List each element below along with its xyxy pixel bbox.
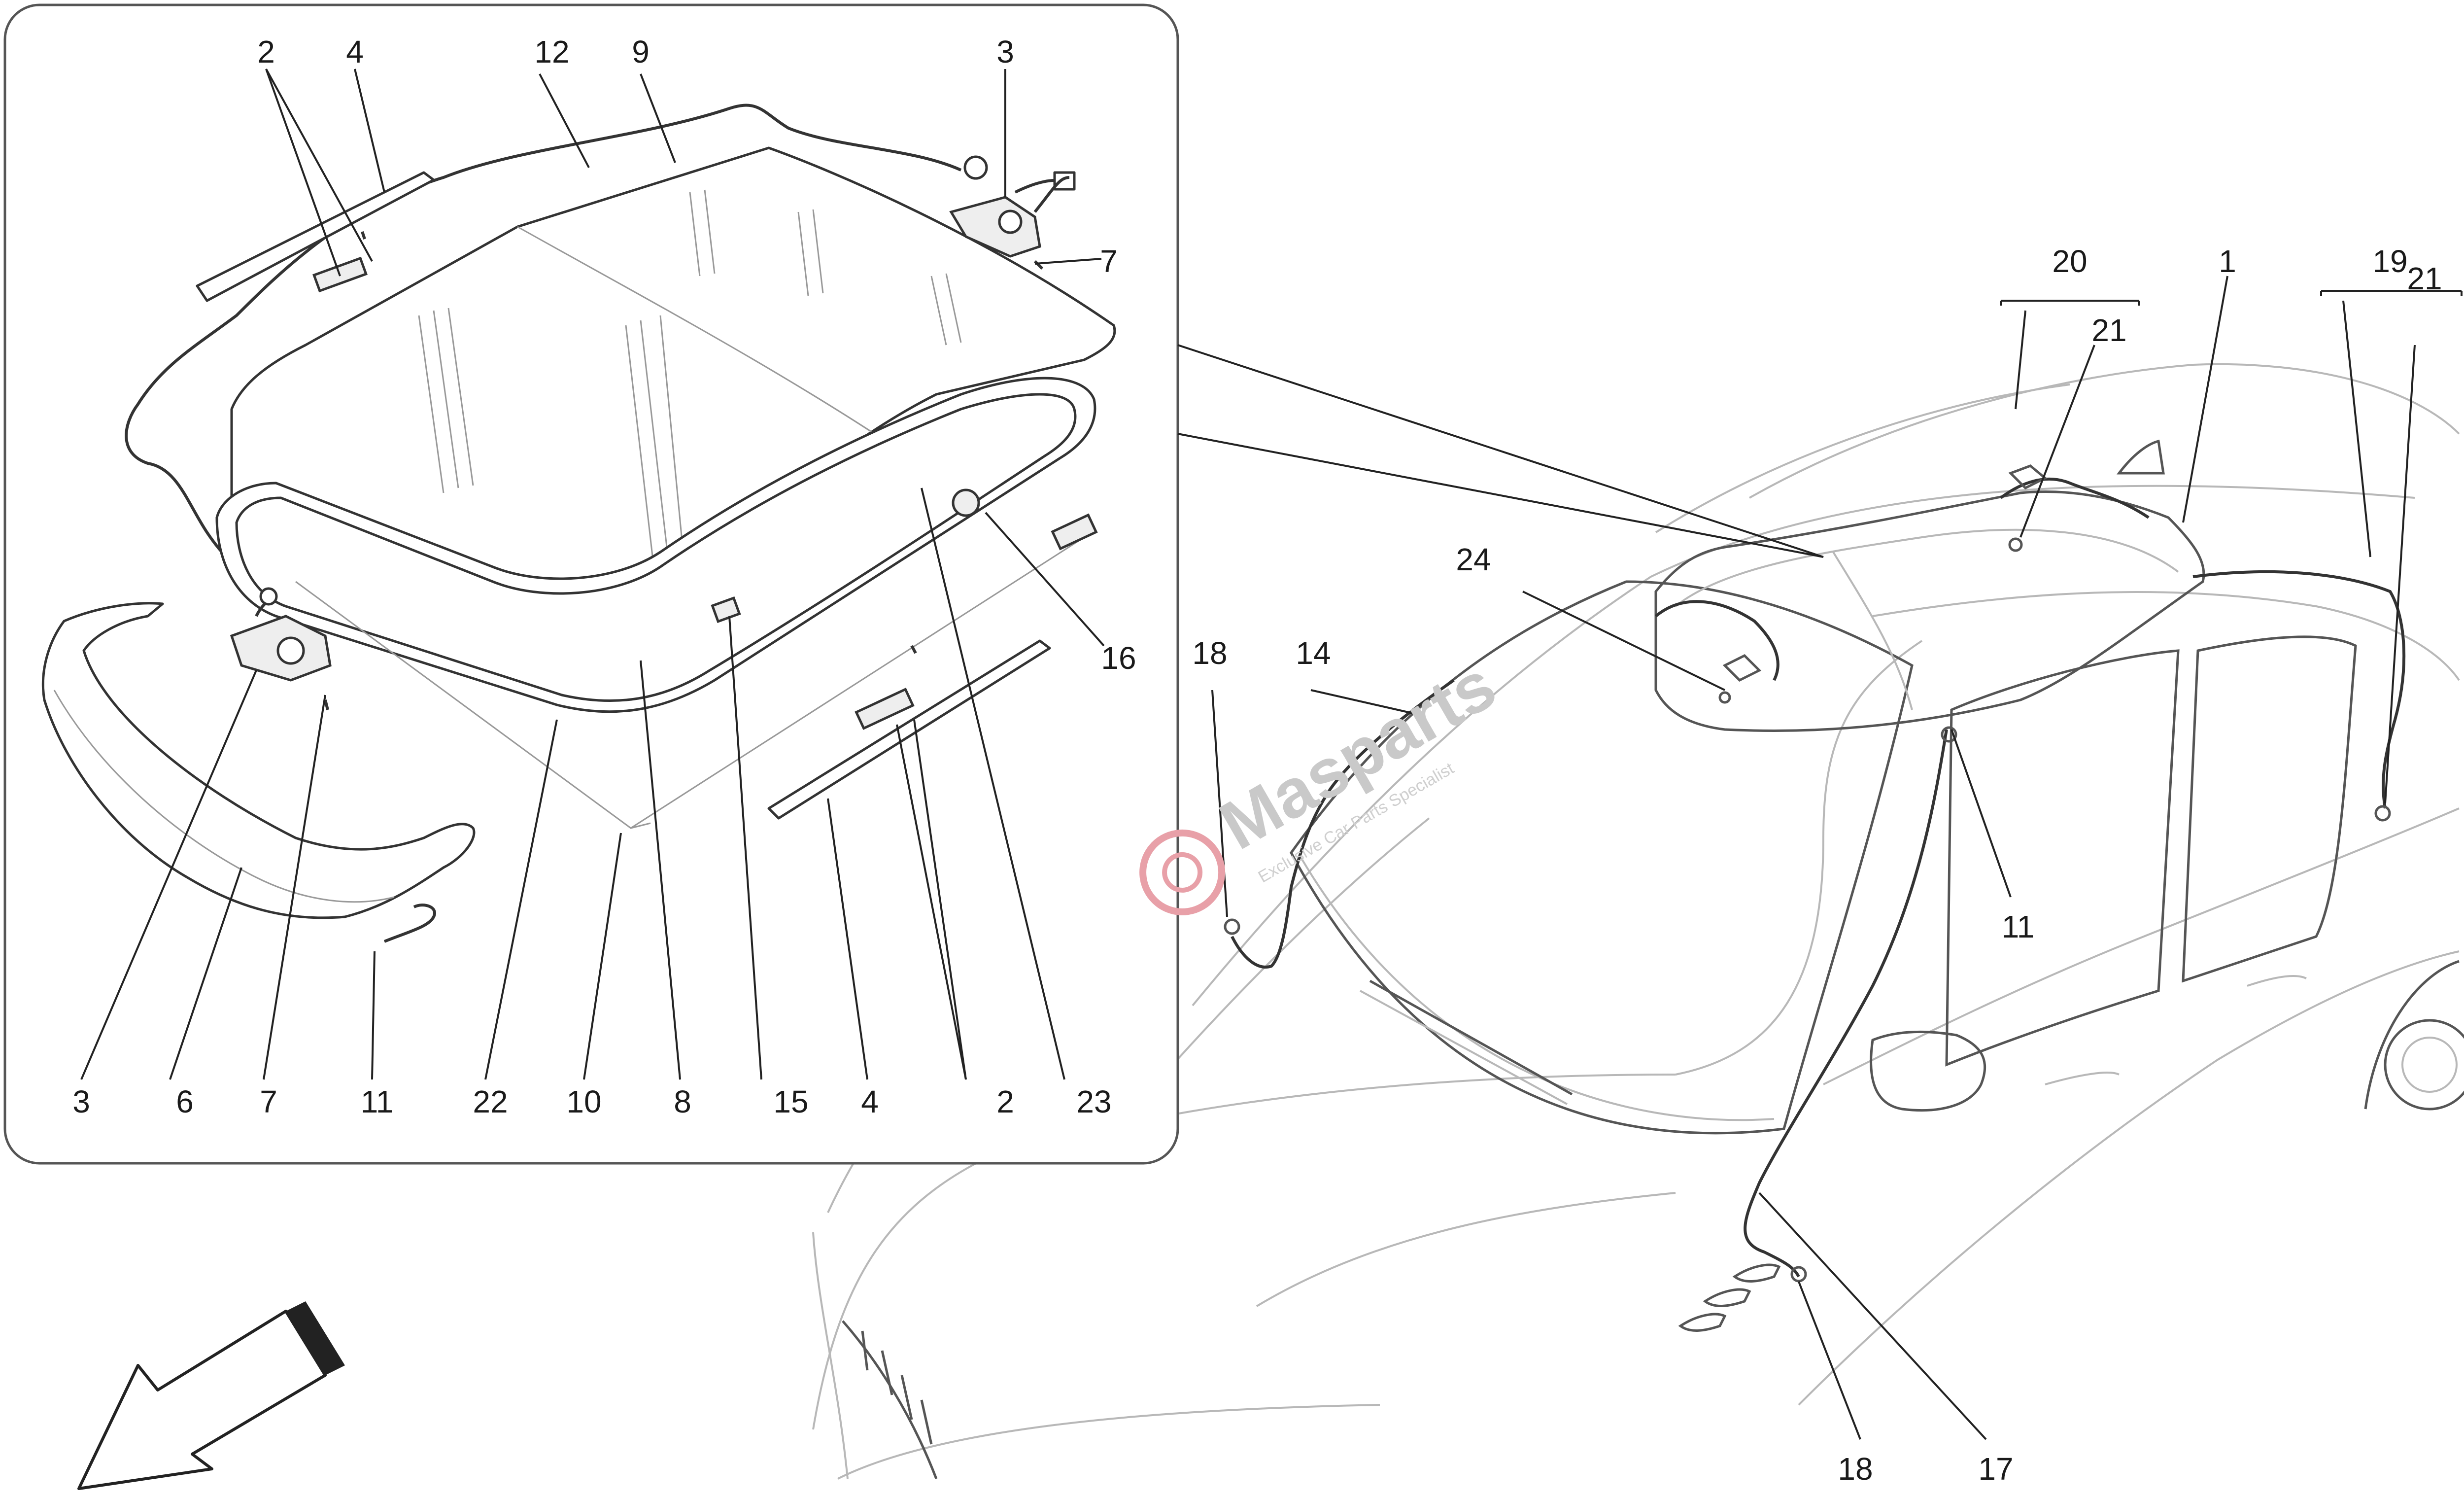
callout-3: 3 — [72, 1084, 90, 1119]
callout-7: 7 — [260, 1084, 277, 1119]
watermark-logo: Masparts Exclusive Car Parts Specialist — [1139, 646, 1508, 915]
callout-4: 4 — [861, 1084, 879, 1119]
callout-11: 11 — [2002, 909, 2034, 944]
callout-10: 10 — [566, 1084, 601, 1119]
callout-11: 11 — [361, 1084, 393, 1119]
vehicle-leader-lines — [1211, 276, 2463, 1440]
inset-callouts: 2 4 12 9 3 7 16 3 6 7 11 22 10 8 15 4 2 … — [72, 34, 1136, 1119]
sunroof-motor-front — [230, 587, 332, 682]
callout-18: 18 — [1838, 1451, 1873, 1487]
callout-3: 3 — [996, 34, 1014, 70]
callout-6: 6 — [176, 1084, 194, 1119]
callout-19: 19 — [2372, 244, 2407, 279]
callout-18: 18 — [1192, 635, 1227, 671]
callout-4: 4 — [346, 34, 364, 70]
callout-22: 22 — [473, 1084, 508, 1119]
watermark-gear-icon — [1139, 829, 1226, 915]
vehicle-callouts: 20 1 19 21 21 24 18 14 11 18 17 — [1192, 244, 2442, 1487]
callout-24: 24 — [1456, 542, 1491, 577]
callout-21: 21 — [2091, 313, 2126, 348]
vehicle-outline — [812, 363, 2464, 1480]
callout-12: 12 — [534, 34, 569, 70]
sunroof-motor-rear — [949, 176, 1070, 258]
arrow-shadow — [286, 1301, 345, 1375]
callout-16: 16 — [1101, 640, 1136, 676]
callout-23: 23 — [1076, 1084, 1111, 1119]
callout-17: 17 — [1978, 1451, 2013, 1487]
front-direction-arrow-icon — [77, 1310, 327, 1490]
sunroof-assembly-parts — [41, 104, 1116, 943]
callout-9: 9 — [632, 34, 650, 70]
callout-2: 2 — [257, 34, 275, 70]
callout-7: 7 — [1100, 244, 1118, 279]
callout-15: 15 — [773, 1084, 808, 1119]
callout-2: 2 — [996, 1084, 1014, 1119]
callout-1: 1 — [2219, 244, 2236, 279]
inset-leader-lines — [80, 69, 1105, 1080]
callout-21: 21 — [2407, 261, 2442, 296]
callout-8: 8 — [674, 1084, 691, 1119]
callout-20: 20 — [2052, 244, 2087, 279]
callout-14: 14 — [1296, 635, 1331, 671]
